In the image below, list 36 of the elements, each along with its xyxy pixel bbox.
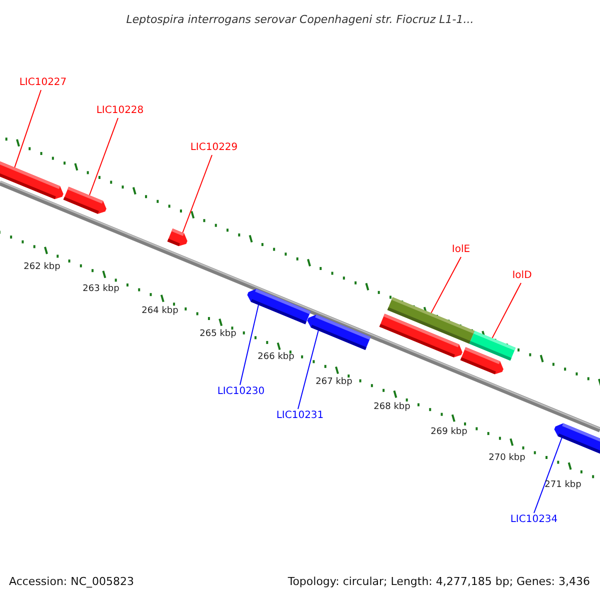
scale-label: 262 kbp bbox=[24, 262, 60, 273]
gene-label: LIC10234 bbox=[510, 514, 558, 526]
leader-line bbox=[534, 437, 562, 514]
scale-label: 265 kbp bbox=[200, 329, 236, 340]
gene-label: LIC10231 bbox=[276, 410, 324, 422]
gene-feature bbox=[307, 314, 371, 350]
leader-line bbox=[240, 304, 259, 386]
leader-line bbox=[182, 154, 212, 234]
scale-label: 271 kbp bbox=[544, 480, 582, 491]
footer-text: Topology: circular; Length: 4,277,185 bp; Genes: 3,436 bbox=[288, 575, 590, 589]
gene-label: LIC10227 bbox=[19, 77, 67, 89]
scale-label: 263 kbp bbox=[82, 284, 120, 295]
leader-line bbox=[492, 282, 522, 339]
scale-label: 264 kbp bbox=[142, 306, 178, 317]
leader-line bbox=[298, 330, 319, 410]
gene-feature bbox=[460, 347, 504, 374]
scale-label: 269 kbp bbox=[430, 427, 468, 438]
footer-text: Accession: NC_005823 bbox=[9, 575, 134, 589]
leader-line bbox=[430, 256, 462, 314]
gene-feature bbox=[247, 288, 311, 324]
gene-feature bbox=[379, 314, 462, 358]
leader-line bbox=[88, 118, 118, 196]
gene-feature bbox=[554, 423, 600, 455]
scale-label: 266 kbp bbox=[258, 352, 294, 363]
gene-label: IolD bbox=[512, 270, 532, 282]
gene-feature bbox=[63, 186, 106, 214]
gene-label: LIC10229 bbox=[190, 142, 238, 154]
scale-label: 267 kbp bbox=[316, 377, 352, 388]
leader-line bbox=[14, 90, 42, 168]
scale-label: 270 kbp bbox=[488, 453, 526, 464]
title: Leptospira interrogans serovar Copenhageni str. Fiocruz L1-1... bbox=[125, 13, 475, 27]
gene-label: LIC10228 bbox=[96, 105, 144, 117]
gene-label: LIC10230 bbox=[217, 386, 265, 398]
gene-label: IolE bbox=[452, 244, 470, 256]
gene-feature bbox=[167, 228, 188, 246]
scale-label: 268 kbp bbox=[374, 402, 410, 413]
